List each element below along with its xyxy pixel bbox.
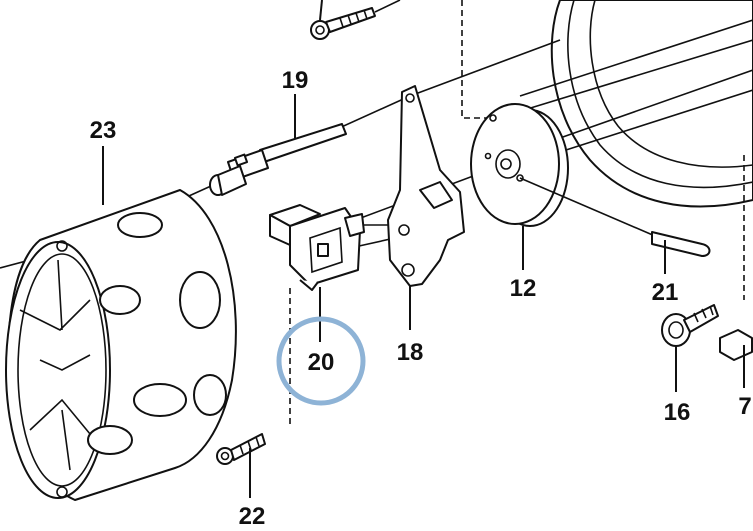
part-12-hub xyxy=(470,103,569,227)
callout-23: 23 xyxy=(90,117,117,144)
part-19-rod xyxy=(209,123,347,196)
callout-16: 16 xyxy=(664,399,691,426)
callout-19: 19 xyxy=(282,67,309,94)
callout-12: 12 xyxy=(510,275,537,302)
callout-7: 7 xyxy=(738,393,751,420)
part-18-bracket xyxy=(387,85,465,287)
highlight-circle xyxy=(276,316,366,406)
callout-22: 22 xyxy=(239,503,266,530)
callout-labels: 23 19 20 18 12 21 16 7 22 xyxy=(90,67,752,530)
part-22-screw xyxy=(216,433,266,465)
callout-20: 20 xyxy=(308,349,335,376)
callout-leaders xyxy=(102,94,745,498)
callout-21: 21 xyxy=(652,279,679,306)
part-21-cotter-pin xyxy=(519,177,711,257)
top-bolt xyxy=(310,0,401,40)
part-23-cover xyxy=(5,189,237,501)
steering-wheel-outline xyxy=(519,0,753,208)
part-20-sensor xyxy=(269,204,440,291)
callout-18: 18 xyxy=(397,339,424,366)
